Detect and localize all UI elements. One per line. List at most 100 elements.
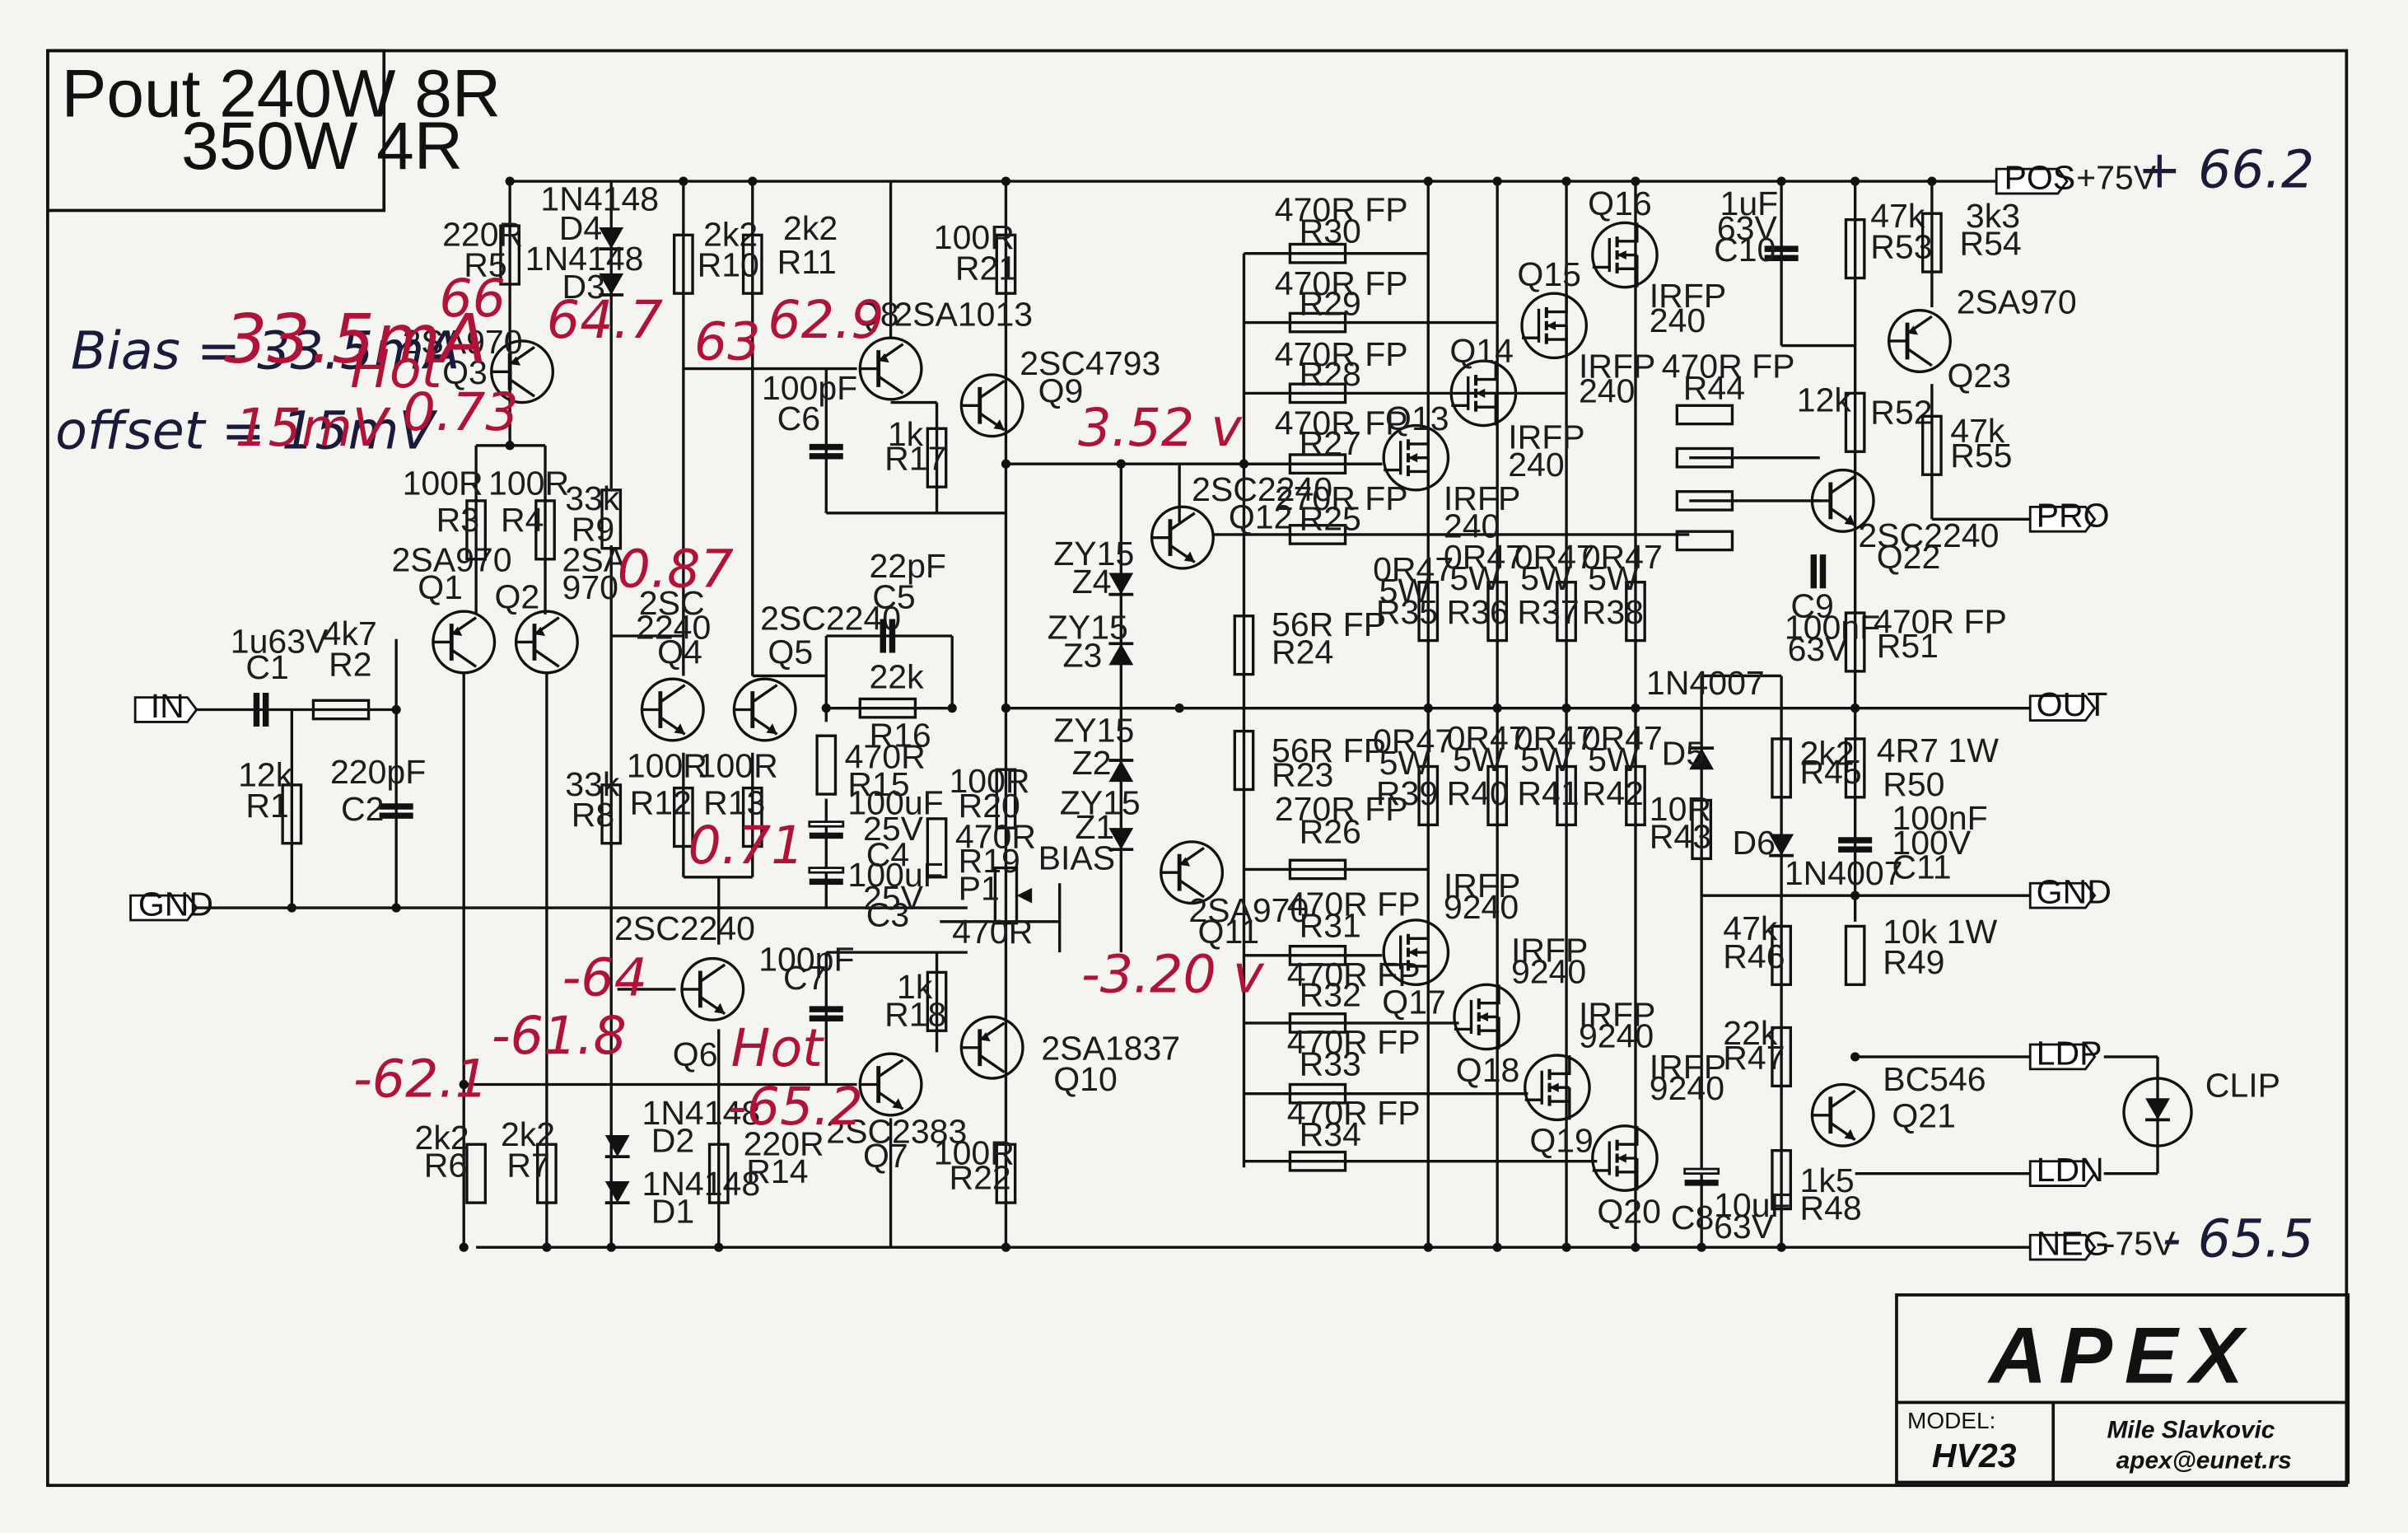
p1-label: BIAS xyxy=(1038,839,1115,876)
in-label: IN xyxy=(151,687,184,725)
q17-type1: IRFP xyxy=(1444,867,1520,904)
offset-note-label: offset = 15mV xyxy=(55,400,438,461)
c2-ref: C2 xyxy=(341,790,384,828)
c10-ref: C10 xyxy=(1714,231,1776,269)
q16-symbol xyxy=(1593,222,1657,287)
pos-label: POS xyxy=(2004,158,2076,196)
q7-type: 2SC2383 xyxy=(826,1112,967,1150)
q7-symbol xyxy=(860,1054,922,1115)
c6-ref: C6 xyxy=(777,400,820,437)
c2-value: 220pF xyxy=(330,753,426,791)
bias-value-mark: 33.5mA xyxy=(224,301,487,379)
r7-ref: R7 xyxy=(506,1146,549,1184)
z4-ref: Z4 xyxy=(1072,563,1112,601)
r31-ref: R31 xyxy=(1300,906,1361,944)
p1-ref: P1 xyxy=(959,870,1000,908)
d1-type: 1N4148 xyxy=(642,1165,761,1203)
c1-ref: C1 xyxy=(245,648,288,686)
r41-value: 0R47 xyxy=(1514,719,1595,757)
r8-ref: R8 xyxy=(572,796,614,834)
clip-label: CLIP xyxy=(2205,1066,2280,1104)
ldp-label: LDP xyxy=(2037,1034,2102,1072)
q6-symbol xyxy=(682,959,744,1021)
q16-type1: IRFP xyxy=(1650,277,1726,315)
z3-ref: Z3 xyxy=(1062,636,1102,674)
z3-type: ZY15 xyxy=(1048,609,1128,647)
q1-symbol xyxy=(433,611,495,673)
c3-volt: 25V xyxy=(863,879,924,917)
apex-logo: APEX xyxy=(1987,1310,2256,1400)
r14-ref: R14 xyxy=(746,1152,808,1190)
r30-ref: R30 xyxy=(1300,213,1361,250)
q9-type: 2SC4793 xyxy=(1020,344,1160,382)
r9-value: 33k xyxy=(565,479,620,517)
z2-type: ZY15 xyxy=(1053,712,1134,750)
q22-type: 2SC2240 xyxy=(1858,516,1999,554)
r51-value: 470R FP xyxy=(1874,602,2007,640)
q2-type2: 970 xyxy=(562,568,618,606)
q13-type2: 240 xyxy=(1444,507,1500,545)
c3-ref: C3 xyxy=(866,895,909,933)
q18-type2: 9240 xyxy=(1511,952,1586,990)
r24-ref: R24 xyxy=(1272,633,1333,671)
c9-volt: 63V xyxy=(1788,630,1849,668)
r51-ref: R51 xyxy=(1877,627,1939,665)
r32-ref: R32 xyxy=(1300,975,1361,1013)
q14-type2: 240 xyxy=(1508,446,1564,484)
c1-value: 1u63V xyxy=(231,623,329,661)
r10-ref: R10 xyxy=(698,246,759,284)
r36-value: 0R47 xyxy=(1444,538,1524,576)
q10-ref: Q10 xyxy=(1053,1060,1118,1098)
r46-ref: R46 xyxy=(1723,937,1785,975)
r27-ref: R27 xyxy=(1300,424,1361,462)
r39-power: 5W xyxy=(1379,744,1430,782)
r49-value: 10k 1W xyxy=(1883,913,1997,951)
r18-value: 1k xyxy=(897,968,933,1006)
r39-value: 0R47 xyxy=(1373,722,1454,760)
c8-value: 10uF xyxy=(1714,1186,1791,1224)
r35-ref: R35 xyxy=(1376,593,1438,631)
r7-value: 2k2 xyxy=(501,1115,555,1153)
r38-power: 5W xyxy=(1588,559,1639,597)
p1-value: 470R xyxy=(952,913,1033,951)
r35-power: 5W xyxy=(1379,572,1430,610)
r3-ref: R3 xyxy=(436,501,479,539)
r26-value: 270R FP xyxy=(1275,790,1408,828)
volt-3-52: 3.52 v xyxy=(1078,397,1243,458)
r55-value: 47k xyxy=(1950,412,2005,450)
r19-ref: R19 xyxy=(959,842,1020,880)
q4-symbol xyxy=(642,679,704,741)
r24-value: 56R FP xyxy=(1272,605,1386,643)
volt-0-71: 0.71 xyxy=(688,815,804,876)
z2-ref: Z2 xyxy=(1072,744,1112,782)
r54-value: 3k3 xyxy=(1966,197,2020,235)
r25-value: 270R FP xyxy=(1275,479,1408,517)
z1-ref: Z1 xyxy=(1075,808,1114,846)
c10-value: 1uF xyxy=(1720,185,1779,222)
q18-ref: Q18 xyxy=(1456,1051,1520,1089)
d2-type: 1N4148 xyxy=(642,1094,761,1132)
c11-volt: 100V xyxy=(1892,824,1971,862)
d4-ref: D4 xyxy=(559,209,602,247)
q23-type: 2SA970 xyxy=(1957,283,2077,320)
neg-measured: - 65.5 xyxy=(2163,1208,2314,1269)
gnd-right-label: GND xyxy=(2037,872,2112,910)
q15-type2: 240 xyxy=(1579,372,1635,410)
r35-value: 0R47 xyxy=(1373,550,1454,588)
volt-neg-61-8: -61.8 xyxy=(492,1005,627,1066)
r40-ref: R40 xyxy=(1447,774,1509,812)
volt-0-87: 0.87 xyxy=(618,538,734,599)
r18-ref: R18 xyxy=(884,996,946,1034)
c7-value: 100pF xyxy=(758,941,854,979)
q16-type2: 240 xyxy=(1650,301,1706,339)
sheet-border xyxy=(45,49,2349,1488)
r20-ref: R20 xyxy=(959,787,1020,825)
d5-type: 1N4007 xyxy=(1646,664,1765,702)
r34-ref: R34 xyxy=(1300,1115,1361,1153)
r41-power: 5W xyxy=(1520,741,1571,778)
r37-ref: R37 xyxy=(1517,593,1579,631)
r42-power: 5W xyxy=(1588,741,1639,778)
q6-ref: Q6 xyxy=(673,1035,718,1073)
power-line2: 350W 4R xyxy=(181,109,463,184)
d5-ref: D5 xyxy=(1662,735,1705,773)
